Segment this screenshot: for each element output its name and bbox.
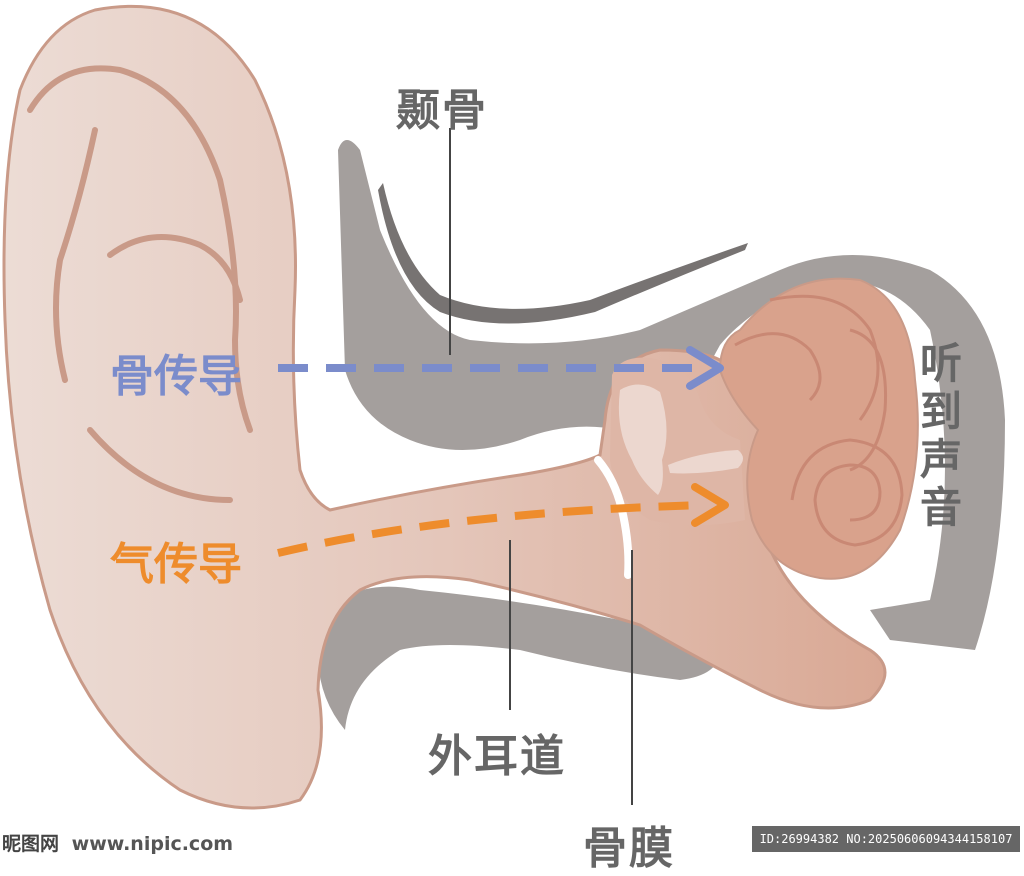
- ear-canal-label: 外耳道: [428, 731, 566, 782]
- cochlea-spiral: [790, 438, 904, 547]
- eardrum-label: 骨膜: [583, 823, 675, 874]
- bone-conduction-arrowhead: [686, 346, 724, 390]
- air-conduction-label: 气传导: [110, 539, 242, 590]
- temporal-bone-strip: [378, 183, 748, 324]
- watermark-url: www.nipic.com: [71, 833, 234, 855]
- semicircular-canals: [734, 294, 888, 472]
- bone-conduction-label: 骨传导: [110, 351, 242, 402]
- watermark-id: ID:26994382 NO:20250606094344158107: [752, 826, 1020, 852]
- lower-bone: [318, 586, 720, 730]
- pinna-fold-outer: [27, 65, 253, 433]
- inner-ear: [718, 277, 919, 580]
- hear-sound-label: 听到声音: [919, 339, 962, 532]
- pinna-fold-antihelix: [53, 127, 98, 383]
- air-conduction-arrow: [277, 501, 706, 557]
- temporal-bone-label: 颞骨: [396, 85, 488, 136]
- watermark-site: 昵图网 www.nipic.com: [2, 824, 252, 864]
- air-conduction-arrowhead: [691, 483, 729, 527]
- pinna-fold-concha: [87, 427, 233, 503]
- pinna-fold-upper: [107, 234, 243, 303]
- ossicles: [618, 384, 667, 495]
- watermark-logo: 昵图网: [2, 833, 60, 855]
- stapes: [668, 450, 743, 474]
